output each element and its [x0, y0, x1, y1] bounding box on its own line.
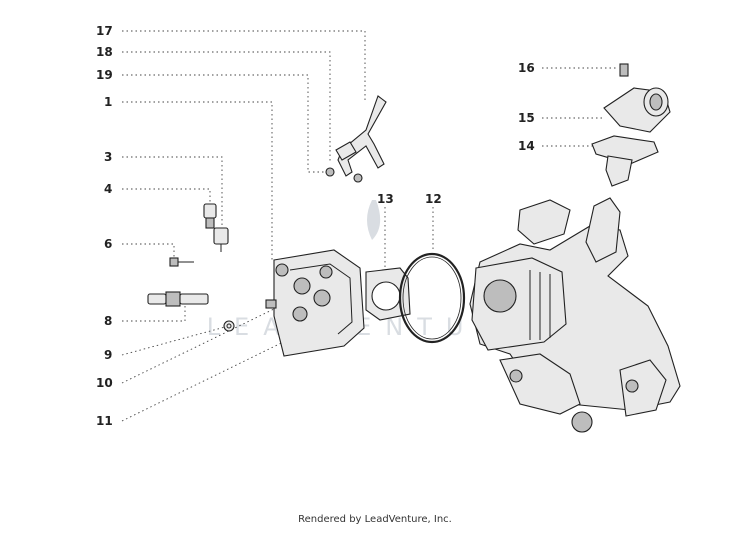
callout-1: 1 [104, 95, 112, 109]
leader-8 [122, 305, 186, 322]
stud-icon [265, 299, 277, 309]
screw-icon [353, 173, 363, 183]
callout-16: 16 [518, 61, 535, 75]
callout-9: 9 [104, 348, 112, 362]
callout-18: 18 [96, 45, 113, 59]
bolt-icon [619, 63, 629, 77]
part-engine-block [469, 197, 681, 433]
part-intake-manifold [591, 63, 671, 187]
callout-6: 6 [104, 237, 112, 251]
screw-icon [325, 167, 335, 177]
watermark-text: LEADVENTURE [207, 313, 538, 341]
callout-14: 14 [518, 139, 535, 153]
callout-17: 17 [96, 24, 113, 38]
part-cylinder-head [265, 249, 365, 357]
footer-credit: Rendered by LeadVenture, Inc. [298, 514, 452, 525]
callout-13: 13 [377, 192, 394, 206]
leader-4 [122, 188, 211, 208]
callout-15: 15 [518, 111, 535, 125]
leader-18 [122, 51, 331, 162]
leader-10 [121, 307, 277, 384]
leader-17 [122, 30, 366, 100]
part-washer [223, 320, 235, 332]
callout-10: 10 [96, 376, 113, 390]
flame-logo-icon [367, 200, 381, 240]
leader-9 [121, 326, 226, 356]
leader-3 [122, 156, 223, 232]
callout-8: 8 [104, 314, 112, 328]
part-sensor [147, 291, 209, 307]
callout-3: 3 [104, 150, 112, 164]
callout-19: 19 [96, 68, 113, 82]
watermark: LEADVENTURE [207, 200, 538, 341]
washer-hole-icon [226, 323, 232, 329]
callout-labels: 17 18 19 1 3 4 6 8 9 10 11 13 12 16 15 1… [96, 24, 535, 428]
part-head-gasket [365, 267, 411, 321]
part-bracket [325, 95, 387, 183]
leader-6 [122, 243, 175, 260]
callout-12: 12 [425, 192, 442, 206]
leader-1 [122, 101, 273, 262]
part-spark-plug [203, 203, 229, 252]
callout-11: 11 [96, 414, 113, 428]
o-ring-inner-edge [402, 256, 462, 340]
part-screw-6 [169, 257, 194, 267]
part-o-ring [398, 252, 466, 344]
callout-4: 4 [104, 182, 112, 196]
leader-19 [122, 74, 328, 173]
